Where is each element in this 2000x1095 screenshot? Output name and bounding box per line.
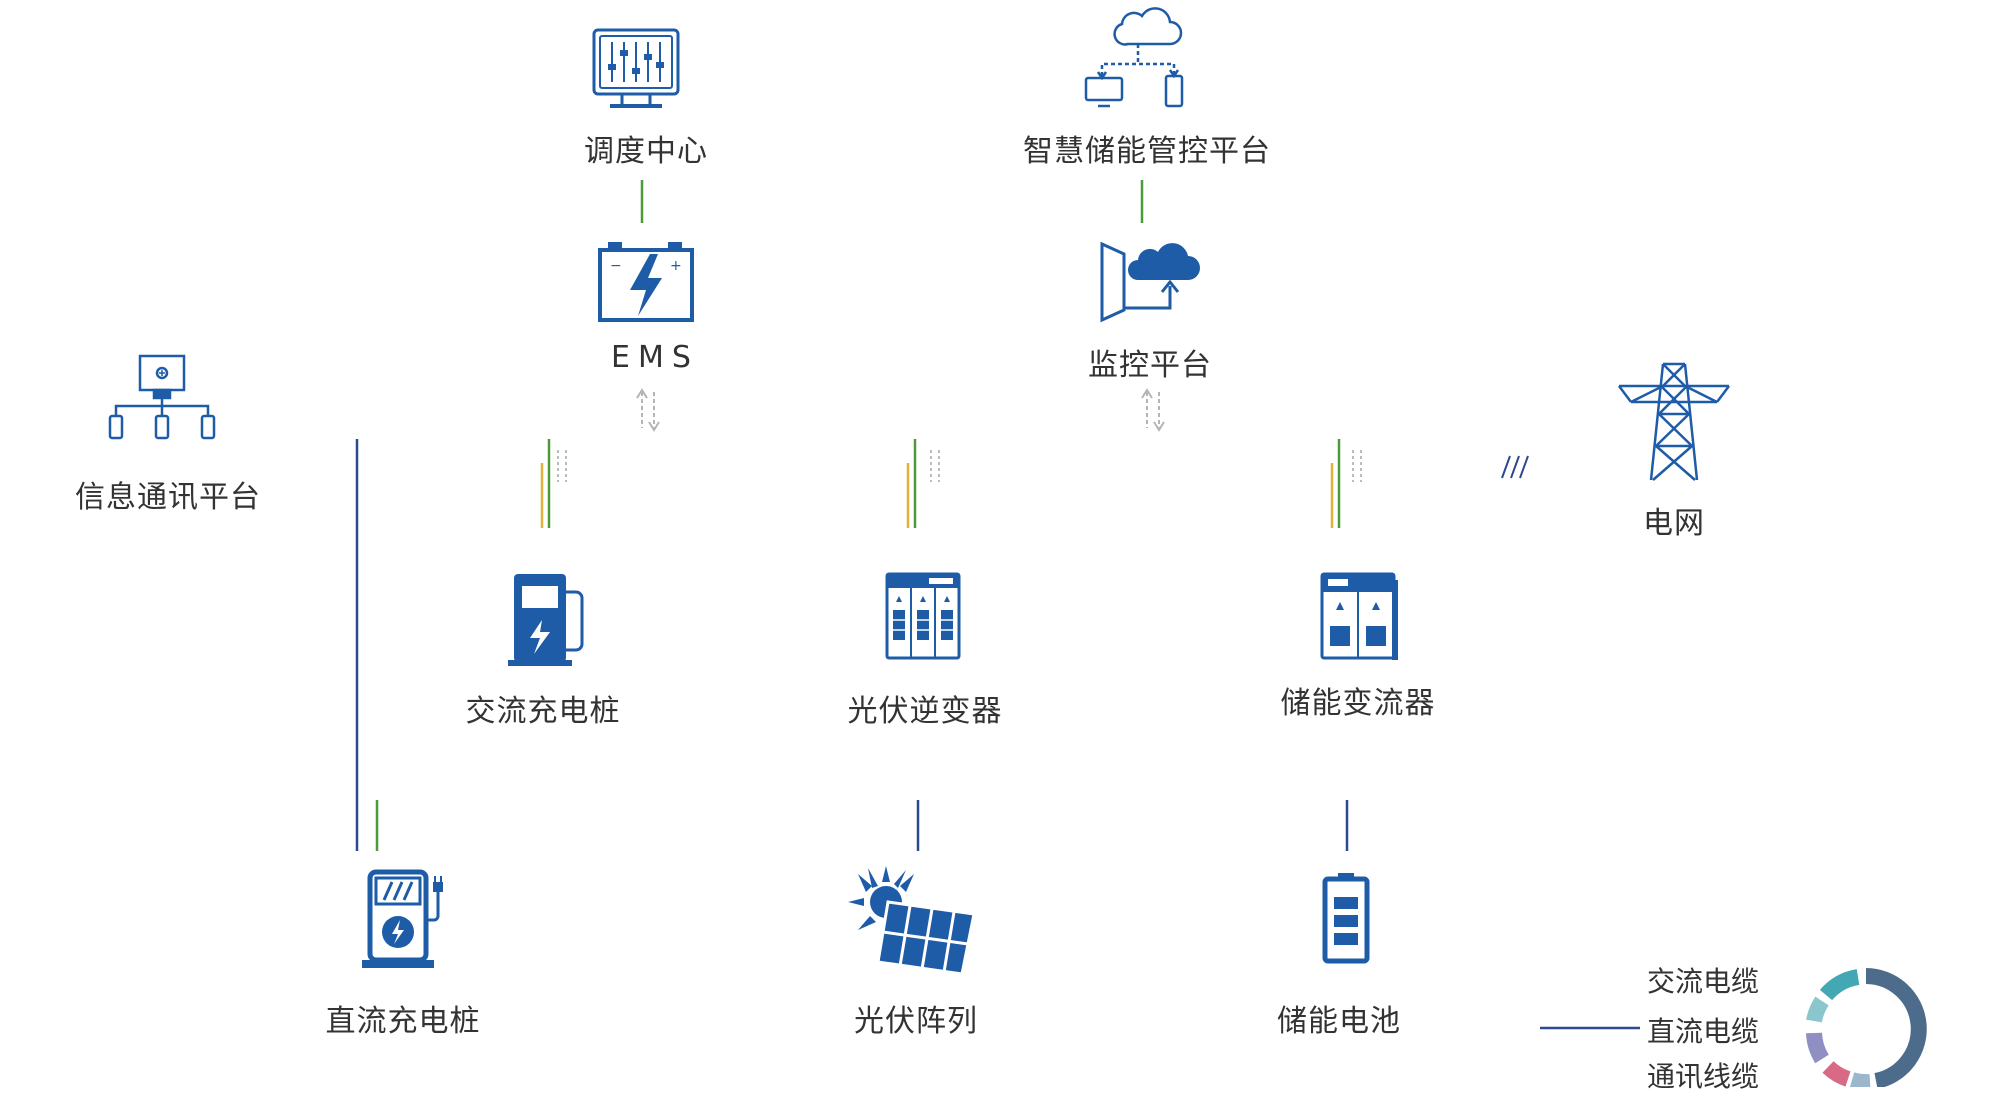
svg-text:−: −	[610, 258, 622, 274]
monitor-bidirectional-arrow	[1141, 388, 1165, 432]
battery-bolt-icon: − +	[598, 242, 694, 322]
control-panel-monitor-icon	[592, 28, 680, 108]
pv-inverter-drops	[906, 439, 917, 528]
storage-battery-label: 储能电池	[1277, 1004, 1401, 1039]
grid-break-mark	[1501, 455, 1529, 479]
grid-label: 电网	[1643, 506, 1705, 541]
inverter-cabinet-icon	[885, 572, 961, 660]
ac-charger-drops	[540, 439, 551, 528]
smart-platform-label: 智慧储能管控平台	[1023, 134, 1271, 169]
ems-label: EMS	[611, 340, 699, 375]
monitor-platform-label: 监控平台	[1088, 348, 1212, 383]
storage-converter-signal-arrow	[1352, 450, 1362, 482]
pv-array-label: 光伏阵列	[854, 1004, 978, 1039]
dc-charging-pile-icon	[362, 869, 443, 968]
legend-dc-cable-label: 直流电缆	[1647, 1015, 1760, 1048]
ac-charger-signal-arrow	[557, 450, 567, 482]
pv-inverter-label: 光伏逆变器	[847, 694, 1003, 729]
svg-text:+: +	[670, 258, 682, 274]
info-platform-label: 信息通讯平台	[75, 480, 261, 515]
ac-charging-pile-icon	[508, 574, 584, 666]
legend-ac-cable-label: 交流电缆	[1647, 965, 1760, 998]
network-devices-icon	[108, 354, 216, 440]
dc-charger-label: 直流充电桩	[325, 1004, 481, 1039]
ems-bidirectional-arrow	[636, 388, 660, 432]
ac-charger-label: 交流充电桩	[465, 694, 621, 729]
battery-icon	[1322, 873, 1370, 964]
solar-panel-icon	[848, 866, 976, 976]
donut-ring-icon	[1806, 968, 1927, 1087]
dispatch-center-label: 调度中心	[584, 134, 708, 169]
legend-comm-cable-label: 通讯线缆	[1647, 1060, 1760, 1093]
cloud-upload-door-icon	[1100, 241, 1200, 323]
storage-converter-label: 储能变流器	[1280, 686, 1436, 721]
storage-converter-drops	[1330, 439, 1341, 528]
transmission-tower-icon	[1618, 362, 1730, 481]
cloud-devices-icon	[1084, 7, 1184, 108]
pv-inverter-signal-arrow	[930, 450, 940, 482]
converter-cabinet-icon	[1320, 572, 1398, 660]
